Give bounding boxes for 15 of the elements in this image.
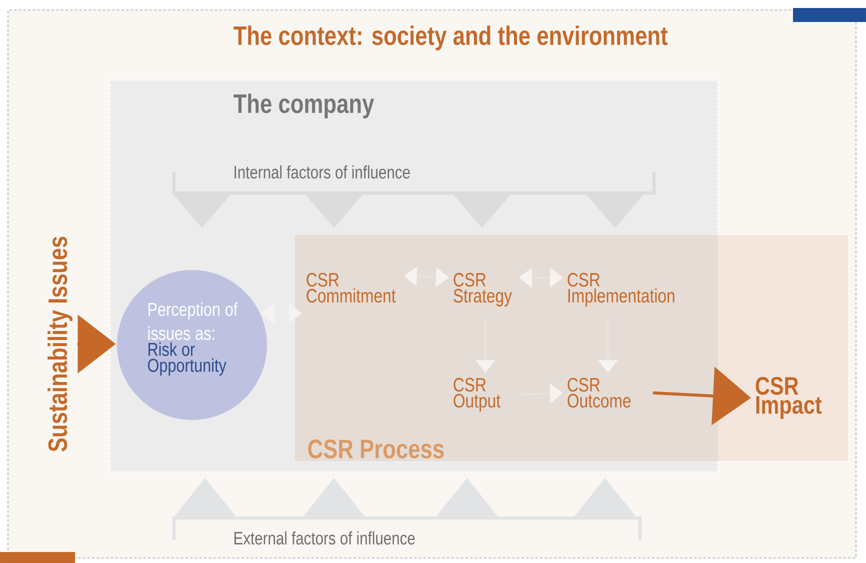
factor-label: External factors of influence: [234, 531, 415, 545]
step-label: CSR Commitment: [306, 272, 396, 303]
step-label: CSR Output: [454, 378, 500, 412]
arrow: [519, 268, 563, 288]
factor-label: Internal factors of influence: [234, 165, 410, 179]
step-label: CSR Implementation: [568, 272, 674, 306]
step-label: CSR Strategy: [454, 272, 512, 306]
arrow: [261, 303, 302, 324]
arrow: [404, 266, 449, 287]
arrow: [598, 315, 618, 373]
step-label: CSR Outcome: [568, 378, 631, 408]
arrow: [522, 384, 563, 404]
arrow: [476, 315, 496, 373]
side-title: Sustainability Issues: [48, 236, 72, 452]
impact-label: CSR Impact: [756, 376, 822, 419]
